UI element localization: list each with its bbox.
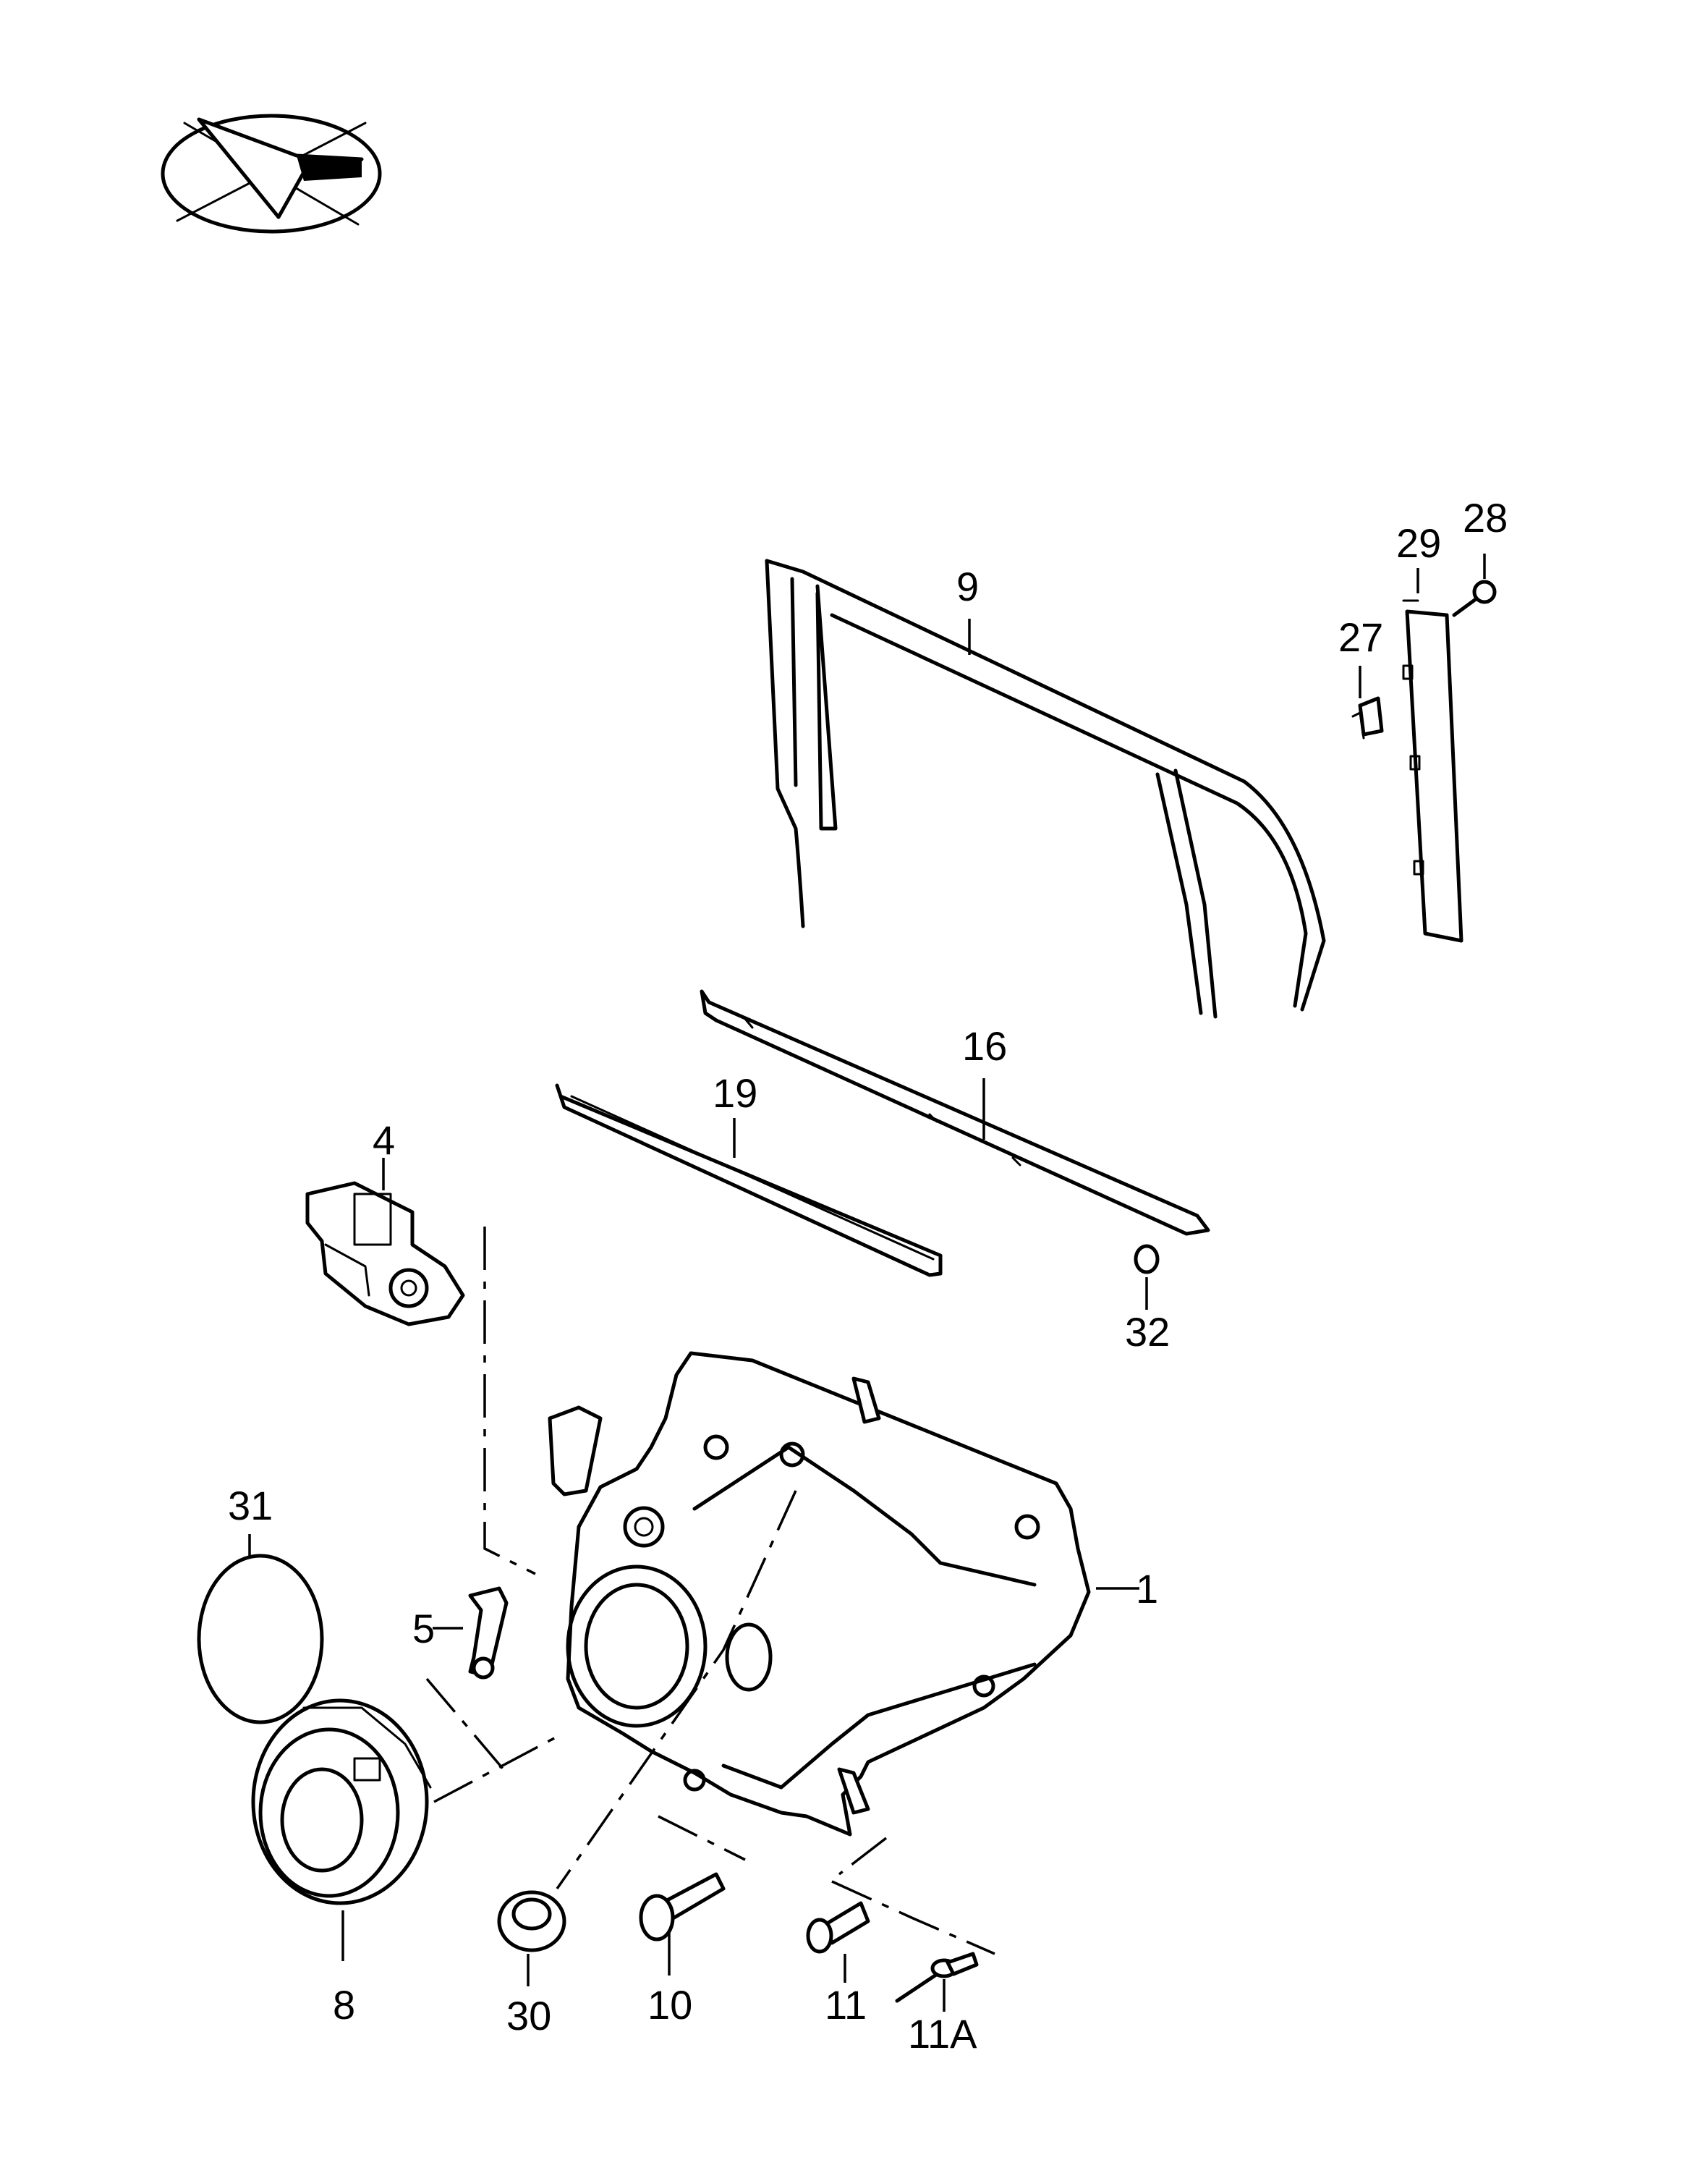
callout-32: 32 [1125, 1309, 1170, 1355]
callout-11: 11 [825, 1982, 867, 2028]
part-11a-rivet [895, 1952, 979, 2003]
part-31-cover [197, 1554, 324, 1724]
part-10-bolt [639, 1872, 726, 1942]
assembly-lines [425, 1227, 995, 1955]
part-32-plug [1134, 1244, 1160, 1274]
part-11-clip [806, 1901, 870, 1954]
part-5-crank [468, 1586, 509, 1680]
part-27-clip [1351, 696, 1384, 740]
orientation-compass-icon [161, 114, 382, 234]
part-16-outer-seal [700, 989, 1210, 1236]
callout-27: 27 [1338, 614, 1383, 660]
part-29-trim-strip [1402, 599, 1463, 943]
part-28-screw [1452, 580, 1497, 617]
callout-31: 31 [228, 1483, 273, 1528]
callout-10: 10 [647, 1982, 692, 2028]
part-4-window-motor [305, 1181, 465, 1326]
part-9-window-frame [765, 559, 1326, 1019]
part-19-inner-seal [555, 1083, 943, 1277]
callout-29: 29 [1396, 520, 1441, 566]
part-8-loudspeaker [251, 1698, 432, 1905]
callout-11a: 11A [908, 2011, 977, 2057]
callout-19: 19 [713, 1070, 757, 1116]
callout-9: 9 [956, 564, 979, 609]
leader-lines [248, 554, 1486, 2012]
callout-1: 1 [1136, 1566, 1158, 1612]
part-1-door-module [548, 1351, 1091, 1837]
callout-16: 16 [962, 1023, 1007, 1069]
callout-28: 28 [1463, 495, 1508, 541]
callout-labels: 1 4 5 8 9 10 11 11A 16 19 27 28 29 30 31… [228, 495, 1508, 2057]
callout-8: 8 [333, 1982, 355, 2028]
callout-5: 5 [412, 1606, 435, 1651]
callout-4: 4 [373, 1117, 395, 1163]
part-30-grommet [497, 1890, 566, 1952]
callout-30: 30 [506, 1993, 551, 2038]
